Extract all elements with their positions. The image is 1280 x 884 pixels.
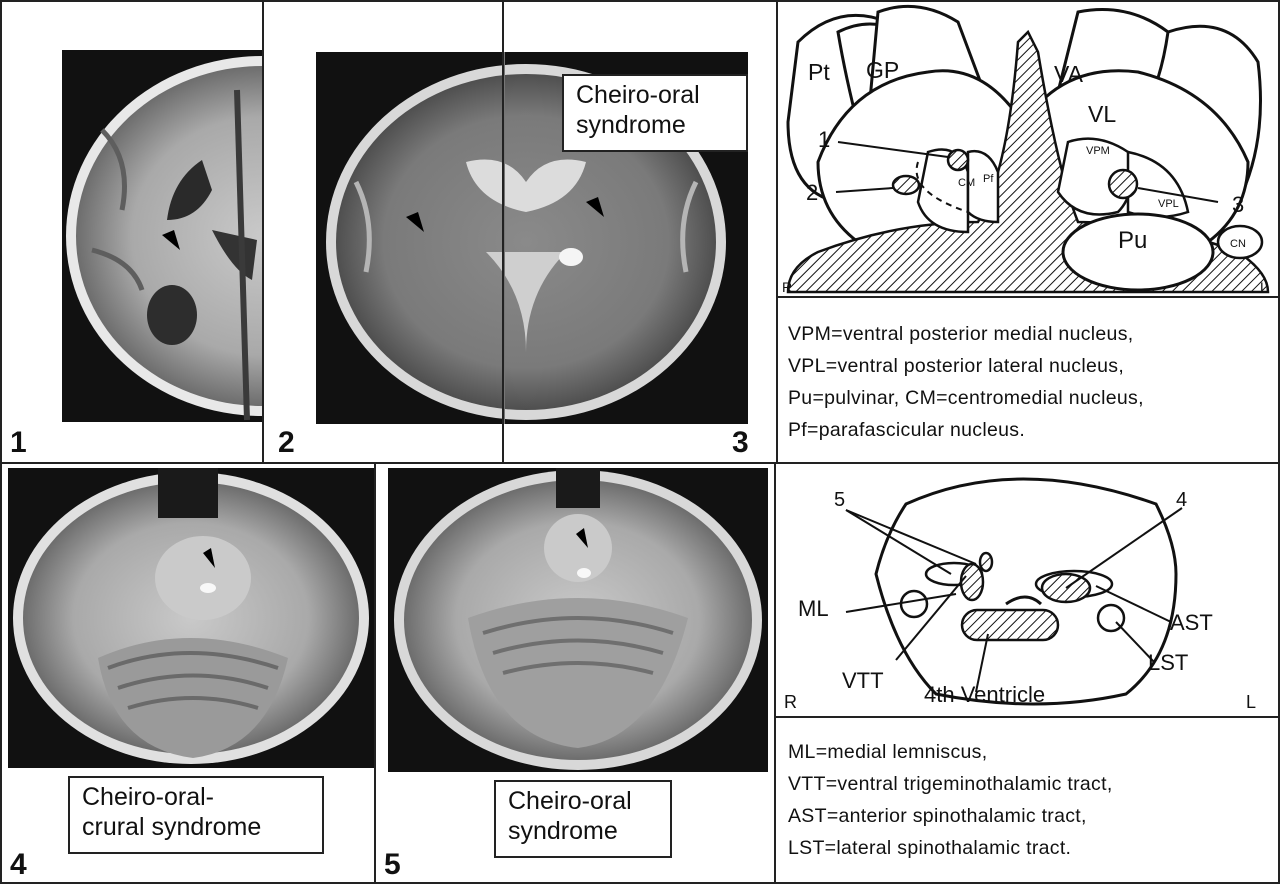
label-vpl: VPL bbox=[1158, 198, 1179, 210]
label-l: L bbox=[1246, 692, 1256, 712]
pons-diagram-panel: 5 4 ML VTT AST LST 4th Ventricle R L bbox=[774, 462, 1280, 718]
mri-image-1 bbox=[62, 50, 262, 422]
divider bbox=[502, 2, 504, 462]
lesion-2 bbox=[891, 174, 921, 196]
legend-line: ML=medial lemniscus, bbox=[788, 741, 988, 763]
panel-number-2: 2 bbox=[278, 426, 295, 459]
thalamus-diagram-panel: Pt GP VA VL VPM VPL CM Pf Pu CN 1 2 3 R … bbox=[776, 0, 1280, 298]
legend-line: VPM=ventral posterior medial nucleus, bbox=[788, 323, 1134, 345]
label-lesion-3: 3 bbox=[1232, 192, 1244, 217]
legend-line: AST=anterior spinothalamic tract, bbox=[788, 805, 1087, 827]
arrowhead-icon bbox=[203, 548, 215, 568]
label-ast: AST bbox=[1170, 610, 1213, 635]
arrowhead-icon bbox=[586, 197, 604, 217]
label-l: L bbox=[1260, 279, 1268, 295]
label-lst: LST bbox=[1148, 650, 1188, 675]
label-vtt: VTT bbox=[842, 668, 884, 693]
lesion-5b bbox=[978, 551, 994, 573]
panel-number-3: 3 bbox=[732, 426, 749, 459]
caption-cheiro-oral-top: Cheiro-oral syndrome bbox=[562, 74, 748, 152]
panel-number-5: 5 bbox=[384, 848, 401, 881]
ventricle-hatch bbox=[960, 608, 1060, 642]
thalamus-legend-panel: VPM=ventral posterior medial nucleus, VP… bbox=[776, 296, 1280, 464]
arrowhead-icon bbox=[576, 528, 588, 548]
label-gp: GP bbox=[866, 57, 899, 83]
lesion-5a bbox=[959, 562, 985, 602]
mri-panel-1: 1 bbox=[0, 0, 264, 464]
caption-cheiro-oral-bottom: Cheiro-oral syndrome bbox=[494, 780, 672, 858]
label-va: VA bbox=[1054, 61, 1084, 87]
label-pt: Pt bbox=[808, 59, 830, 85]
pons-legend-panel: ML=medial lemniscus, VTT=ventral trigemi… bbox=[774, 716, 1280, 884]
label-vl: VL bbox=[1088, 101, 1116, 127]
label-pu: Pu bbox=[1118, 227, 1147, 254]
legend-line: VPL=ventral posterior lateral nucleus, bbox=[788, 355, 1125, 377]
label-vpm: VPM bbox=[1086, 145, 1110, 157]
pons-legend: ML=medial lemniscus, VTT=ventral trigemi… bbox=[788, 736, 1113, 864]
lesion-3 bbox=[1107, 168, 1139, 200]
caption-cheiro-oral-crural: Cheiro-oral- crural syndrome bbox=[68, 776, 324, 854]
label-r: R bbox=[782, 279, 792, 295]
legend-line: VTT=ventral trigeminothalamic tract, bbox=[788, 773, 1113, 795]
label-4th-ventricle: 4th Ventricle bbox=[924, 682, 1045, 707]
legend-line: Pu=pulvinar, CM=centromedial nucleus, bbox=[788, 387, 1144, 409]
legend-line: LST=lateral spinothalamic tract. bbox=[788, 837, 1072, 859]
arrowhead-icon bbox=[406, 212, 424, 232]
label-ml: ML bbox=[798, 596, 829, 621]
mri-image-5 bbox=[388, 468, 768, 772]
label-cm: CM bbox=[958, 177, 975, 189]
label-lesion-5: 5 bbox=[834, 489, 845, 511]
legend-line: Pf=parafascicular nucleus. bbox=[788, 419, 1026, 441]
pons-diagram: 5 4 ML VTT AST LST 4th Ventricle R L bbox=[784, 477, 1256, 712]
panel-number-4: 4 bbox=[10, 848, 27, 881]
thalamus-legend: VPM=ventral posterior medial nucleus, VP… bbox=[788, 318, 1144, 446]
label-cn: CN bbox=[1230, 238, 1246, 250]
lesion-1 bbox=[946, 148, 970, 172]
panel-number-1: 1 bbox=[10, 426, 27, 459]
arrowhead-icon bbox=[162, 230, 180, 250]
label-pf: Pf bbox=[983, 173, 994, 185]
thalamus-diagram: Pt GP VA VL VPM VPL CM Pf Pu CN 1 2 3 R … bbox=[782, 4, 1270, 295]
mri-panel-2-3: Cheiro-oral syndrome 2 3 bbox=[262, 0, 778, 464]
mri-panel-5: Cheiro-oral syndrome 5 bbox=[374, 462, 776, 884]
label-lesion-4: 4 bbox=[1176, 489, 1187, 511]
mri-panel-4: Cheiro-oral- crural syndrome 4 bbox=[0, 462, 376, 884]
label-lesion-1: 1 bbox=[818, 127, 830, 152]
label-r: R bbox=[784, 692, 797, 712]
mri-image-4 bbox=[8, 468, 374, 768]
label-lesion-2: 2 bbox=[806, 180, 818, 205]
